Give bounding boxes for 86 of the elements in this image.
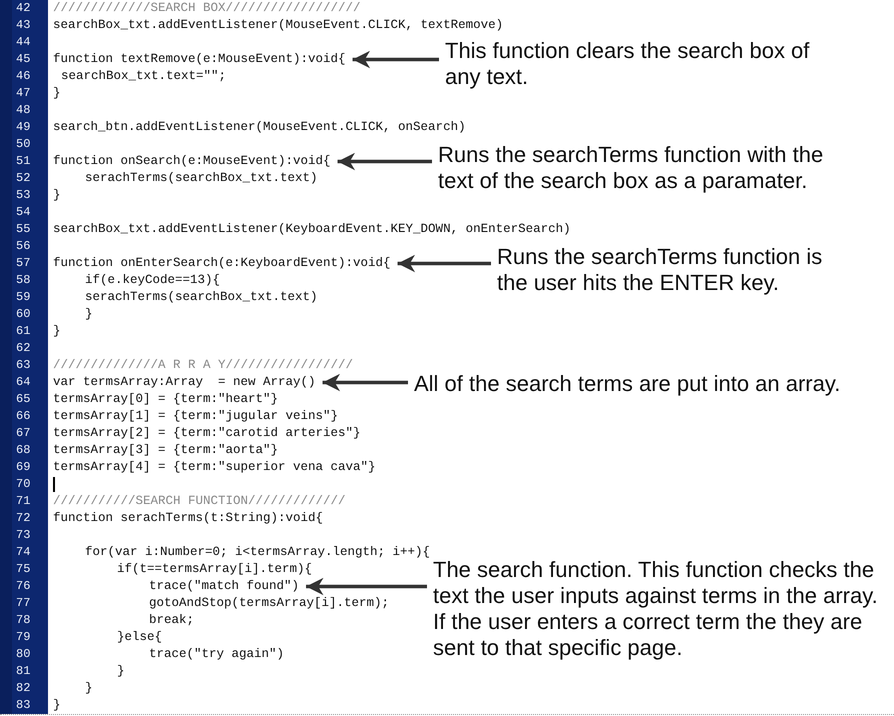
arrow	[352, 50, 439, 68]
code-line: termsArray[4] = {term:"superior vena cava"}	[53, 459, 376, 476]
code-line: var termsArray:Array = new Array()	[53, 374, 316, 391]
arrow	[322, 374, 408, 392]
line-number: 71	[16, 493, 30, 510]
code-line: }	[117, 663, 125, 680]
code-line: }	[53, 323, 61, 340]
code-line: termsArray[3] = {term:"aorta"}	[53, 442, 278, 459]
code-line: gotoAndStop(termsArray[i].term);	[149, 595, 390, 612]
line-number: 80	[16, 646, 30, 663]
code-line: }	[53, 187, 61, 204]
line-number: 45	[16, 51, 30, 68]
line-number: 73	[16, 527, 30, 544]
line-number: 44	[16, 34, 30, 51]
code-line: for(var i:Number=0; i<termsArray.length; i++){	[85, 544, 430, 561]
code-line: search_btn.addEventListener(MouseEvent.CLICK, onSearch)	[53, 119, 466, 136]
code-line: }	[85, 306, 93, 323]
line-number: 70	[16, 476, 30, 493]
line-number: 57	[16, 255, 30, 272]
arrow	[398, 254, 491, 272]
line-number: 74	[16, 544, 30, 561]
line-number: 46	[16, 68, 30, 85]
line-number: 47	[16, 85, 30, 102]
line-number: 62	[16, 340, 30, 357]
arrow	[306, 578, 427, 596]
code-line: searchBox_txt.addEventListener(KeyboardEvent.KEY_DOWN, onEnterSearch)	[53, 221, 571, 238]
annotation-text: All of the search terms are put into an array.	[414, 371, 884, 397]
code-line: serachTerms(searchBox_txt.text)	[85, 289, 318, 306]
line-number: 51	[16, 153, 30, 170]
line-number: 54	[16, 204, 30, 221]
line-number: 43	[16, 17, 30, 34]
line-number: 52	[16, 170, 30, 187]
line-number: 42	[16, 0, 30, 17]
code-line: function serachTerms(t:String):void{	[53, 510, 324, 527]
line-number: 77	[16, 595, 30, 612]
code-line: serachTerms(searchBox_txt.text)	[85, 170, 318, 187]
code-line: function onEnterSearch(e:KeyboardEvent):void{	[53, 255, 391, 272]
line-number: 67	[16, 425, 30, 442]
line-number: 50	[16, 136, 30, 153]
code-line: }	[53, 697, 61, 714]
code-line: break;	[149, 612, 194, 629]
code-comment: /////////////SEARCH BOX//////////////////	[53, 0, 361, 17]
code-comment: //////////////A R R A Y/////////////////	[53, 357, 354, 374]
line-number: 69	[16, 459, 30, 476]
line-number: 68	[16, 442, 30, 459]
code-comment: ///////////SEARCH FUNCTION/////////////	[53, 493, 346, 510]
code-line: function onSearch(e:MouseEvent):void{	[53, 153, 331, 170]
line-number: 79	[16, 629, 30, 646]
line-number: 81	[16, 663, 30, 680]
line-number: 58	[16, 272, 30, 289]
line-number: 82	[16, 680, 30, 697]
line-number: 63	[16, 357, 30, 374]
code-line: searchBox_txt.addEventListener(MouseEvent.CLICK, textRemove)	[53, 17, 504, 34]
line-number: 83	[16, 697, 30, 714]
code-line: }	[85, 680, 93, 697]
code-line: trace("match found")	[149, 578, 300, 595]
code-line: termsArray[0] = {term:"heart"}	[53, 391, 278, 408]
line-number: 65	[16, 391, 30, 408]
annotation-text: Runs the searchTerms function is the user hits the ENTER key.	[497, 244, 842, 296]
code-line: trace("try again")	[149, 646, 284, 663]
arrow	[338, 152, 432, 170]
line-number: 48	[16, 102, 30, 119]
line-number: 75	[16, 561, 30, 578]
line-number: 61	[16, 323, 30, 340]
annotation-text: The search function. This function checks the text the user inputs against terms in the array. If the user enters a correct term the they are sent to that specific page.	[433, 557, 891, 661]
line-number: 72	[16, 510, 30, 527]
annotation-text: Runs the searchTerms function with the text of the search box as a paramater.	[438, 142, 840, 194]
code-line: }	[53, 85, 61, 102]
line-number: 60	[16, 306, 30, 323]
annotation-text: This function clears the search box of any text.	[445, 38, 817, 90]
code-line: termsArray[1] = {term:"jugular veins"}	[53, 408, 338, 425]
code-line: if(e.keyCode==13){	[85, 272, 220, 289]
line-number: 56	[16, 238, 30, 255]
code-line: }else{	[117, 629, 162, 646]
line-number: 64	[16, 374, 30, 391]
code-line: if(t==termsArray[i].term){	[117, 561, 312, 578]
line-number: 49	[16, 119, 30, 136]
code-line: function textRemove(e:MouseEvent):void{	[53, 51, 346, 68]
line-number: 78	[16, 612, 30, 629]
line-number: 53	[16, 187, 30, 204]
code-line: termsArray[2] = {term:"carotid arteries"}	[53, 425, 361, 442]
line-number: 76	[16, 578, 30, 595]
line-number: 59	[16, 289, 30, 306]
line-number: 66	[16, 408, 30, 425]
code-line: searchBox_txt.text="";	[61, 68, 226, 85]
line-number: 55	[16, 221, 30, 238]
